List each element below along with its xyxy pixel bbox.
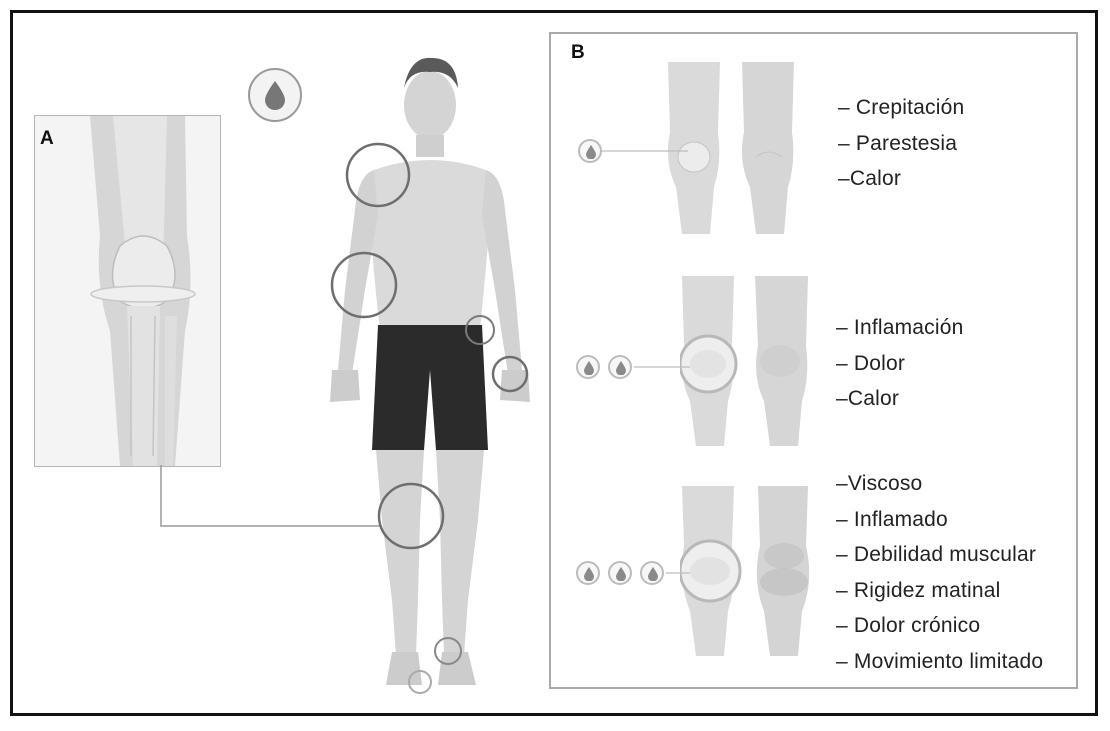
stage-1-symptoms: – Crepitación – Parestesia –Calor <box>838 90 964 197</box>
droplet-icon <box>585 145 597 159</box>
droplet-icon <box>615 567 627 581</box>
symptom-item: – Movimiento limitado <box>836 644 1043 680</box>
symptom-item: – Crepitación <box>838 90 964 126</box>
droplet-icon <box>583 567 595 581</box>
droplet-icon <box>647 567 659 581</box>
stage-3-drop-badge <box>576 561 600 585</box>
stage-2-drop-badge <box>608 355 632 379</box>
droplet-icon <box>615 361 627 375</box>
symptom-item: –Calor <box>836 381 964 417</box>
stage-3-symptoms: –Viscoso – Inflamado – Debilidad muscula… <box>836 466 1043 679</box>
symptom-item: –Calor <box>838 161 964 197</box>
symptom-item: – Rigidez matinal <box>836 573 1043 609</box>
symptom-item: – Inflamación <box>836 310 964 346</box>
stage-3-drop-badge <box>608 561 632 585</box>
stage-2-drop-badge <box>576 355 600 379</box>
symptom-item: – Dolor <box>836 346 964 382</box>
symptom-item: – Parestesia <box>838 126 964 162</box>
symptom-item: –Viscoso <box>836 466 1043 502</box>
symptom-item: – Dolor crónico <box>836 608 1043 644</box>
symptom-item: – Inflamado <box>836 502 1043 538</box>
stage-1-drop-badge <box>578 139 602 163</box>
stage-3-drop-badge <box>640 561 664 585</box>
droplet-icon <box>583 361 595 375</box>
stage-2-symptoms: – Inflamación – Dolor –Calor <box>836 310 964 417</box>
symptom-item: – Debilidad muscular <box>836 537 1043 573</box>
